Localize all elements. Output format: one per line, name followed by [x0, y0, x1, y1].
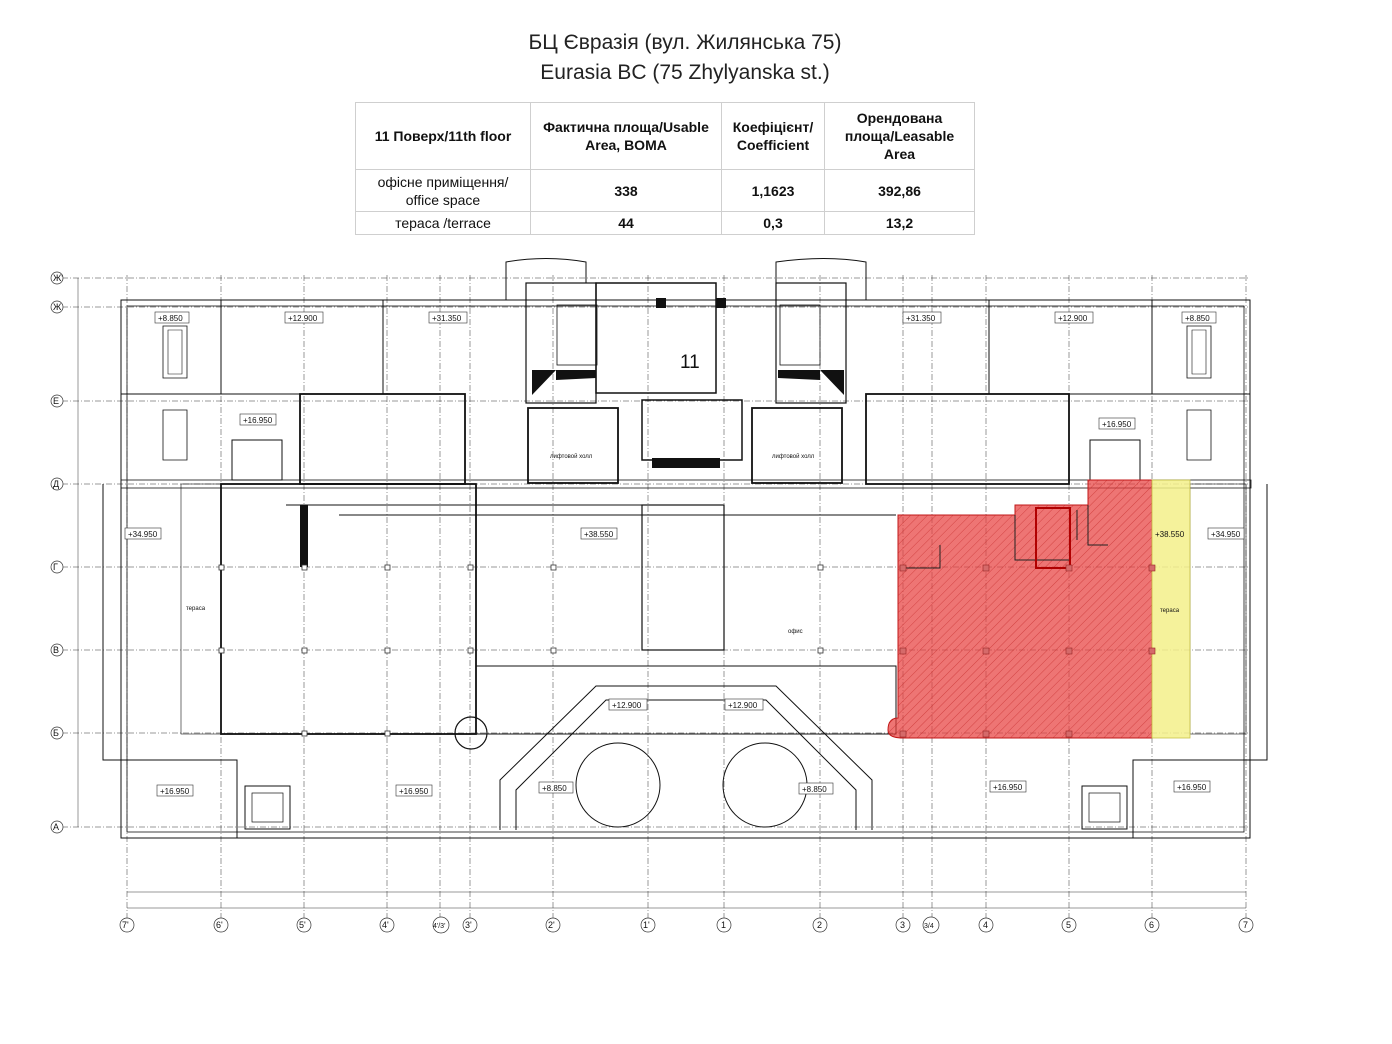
elevation-tag: +12.900 [288, 314, 318, 323]
axis-label: 2 [817, 920, 822, 930]
elevation-tag: +8.850 [802, 785, 827, 794]
axis-label: Д [53, 479, 59, 489]
axis-label: 5 [1066, 920, 1071, 930]
elevation-tag: +8.850 [158, 314, 183, 323]
row-axis-markers [50, 271, 64, 834]
axis-label: А [53, 822, 59, 832]
elevation-tag: +38.550 [584, 530, 614, 539]
office-label: офис [788, 629, 803, 635]
table-row: офісне приміщення/ office space 338 1,16… [355, 169, 975, 212]
row-usable: 338 [530, 169, 722, 212]
axis-label: 1' [643, 920, 650, 930]
elevation-tag: +16.950 [399, 787, 429, 796]
elevation-tag: +38.550 [1155, 530, 1185, 539]
elevation-tag: +16.950 [160, 787, 190, 796]
elevator-hall-label-left: лифтовой холл [550, 453, 593, 460]
elevation-tag: +12.900 [1058, 314, 1088, 323]
axis-label: Б [53, 728, 59, 738]
table-row: тераса /terrace 44 0,3 13,2 [355, 211, 975, 235]
axis-label: 4'/3' [433, 923, 445, 930]
floor-number: 11 [680, 352, 700, 373]
elevation-tag: +8.850 [542, 784, 567, 793]
elevation-tag: +16.950 [243, 416, 273, 425]
office-columns [899, 564, 1156, 738]
elevator-hall-label-right: лифтовой холл [772, 453, 815, 460]
elevation-tag: +31.350 [906, 314, 936, 323]
elevation-tag: +8.850 [1185, 314, 1210, 323]
terrace-highlight [1151, 479, 1191, 739]
row-leasable: 392,86 [824, 169, 975, 212]
axis-label: Е [53, 396, 59, 406]
axis-label: 7' [122, 920, 129, 930]
axis-label: 3 [900, 920, 905, 930]
elevation-tag: +16.950 [1177, 783, 1207, 792]
axis-label: 4' [382, 920, 389, 930]
elevation-tag: +16.950 [1102, 420, 1132, 429]
elevation-tag: +34.950 [128, 530, 158, 539]
row-usable: 44 [530, 211, 722, 235]
axis-label: 4 [983, 920, 988, 930]
axis-label: 3' [465, 920, 472, 930]
elevation-tags [124, 311, 1245, 797]
column-axis-markers [119, 916, 1254, 934]
elevation-tag: +16.950 [993, 783, 1023, 792]
axis-label: 6' [216, 920, 223, 930]
axis-label: Г [53, 562, 58, 572]
axis-label: 5' [299, 920, 306, 930]
table-header-row: 11 Поверх/11th floor Фактична площа/Usab… [355, 102, 975, 170]
header-floor: 11 Поверх/11th floor [355, 102, 531, 170]
wall-blocks [300, 298, 844, 567]
terrace-label-left: тераса [186, 606, 206, 612]
title-en: Eurasia BC (75 Zhylyanska st.) [540, 61, 830, 84]
office-inner-walls [905, 505, 1108, 569]
row-coefficient: 1,1623 [721, 169, 825, 212]
page-titles: БЦ Євразія (вул. Жилянська 75) Eurasia B… [0, 28, 1370, 88]
axis-label: 3/4 [924, 923, 934, 930]
elevation-tag: +34.950 [1211, 530, 1241, 539]
axis-label: В [53, 645, 59, 655]
area-table: 11 Поверх/11th floor Фактична площа/Usab… [355, 102, 975, 235]
row-leasable: 13,2 [824, 211, 975, 235]
elevation-tag: +31.350 [432, 314, 462, 323]
elevation-tag: +12.900 [612, 701, 642, 710]
title-ua: БЦ Євразія (вул. Жилянська 75) [528, 31, 842, 54]
terrace-label-right: тераса [1160, 608, 1180, 614]
axis-label: Ж' [53, 273, 63, 283]
header-leasable: Орендована площа/Leasable Area [824, 102, 975, 170]
row-label: офісне приміщення/ office space [355, 169, 531, 212]
dimension-lines [77, 278, 1246, 909]
column-markers [218, 564, 824, 737]
axis-label: 7 [1243, 920, 1248, 930]
axis-label: Ж [53, 302, 62, 312]
elevation-tag: +12.900 [728, 701, 758, 710]
office-hatch [888, 480, 1152, 738]
axis-label: 6 [1149, 920, 1154, 930]
row-coefficient: 0,3 [721, 211, 825, 235]
axis-label: 1 [721, 920, 726, 930]
axis-label: 2' [548, 920, 555, 930]
